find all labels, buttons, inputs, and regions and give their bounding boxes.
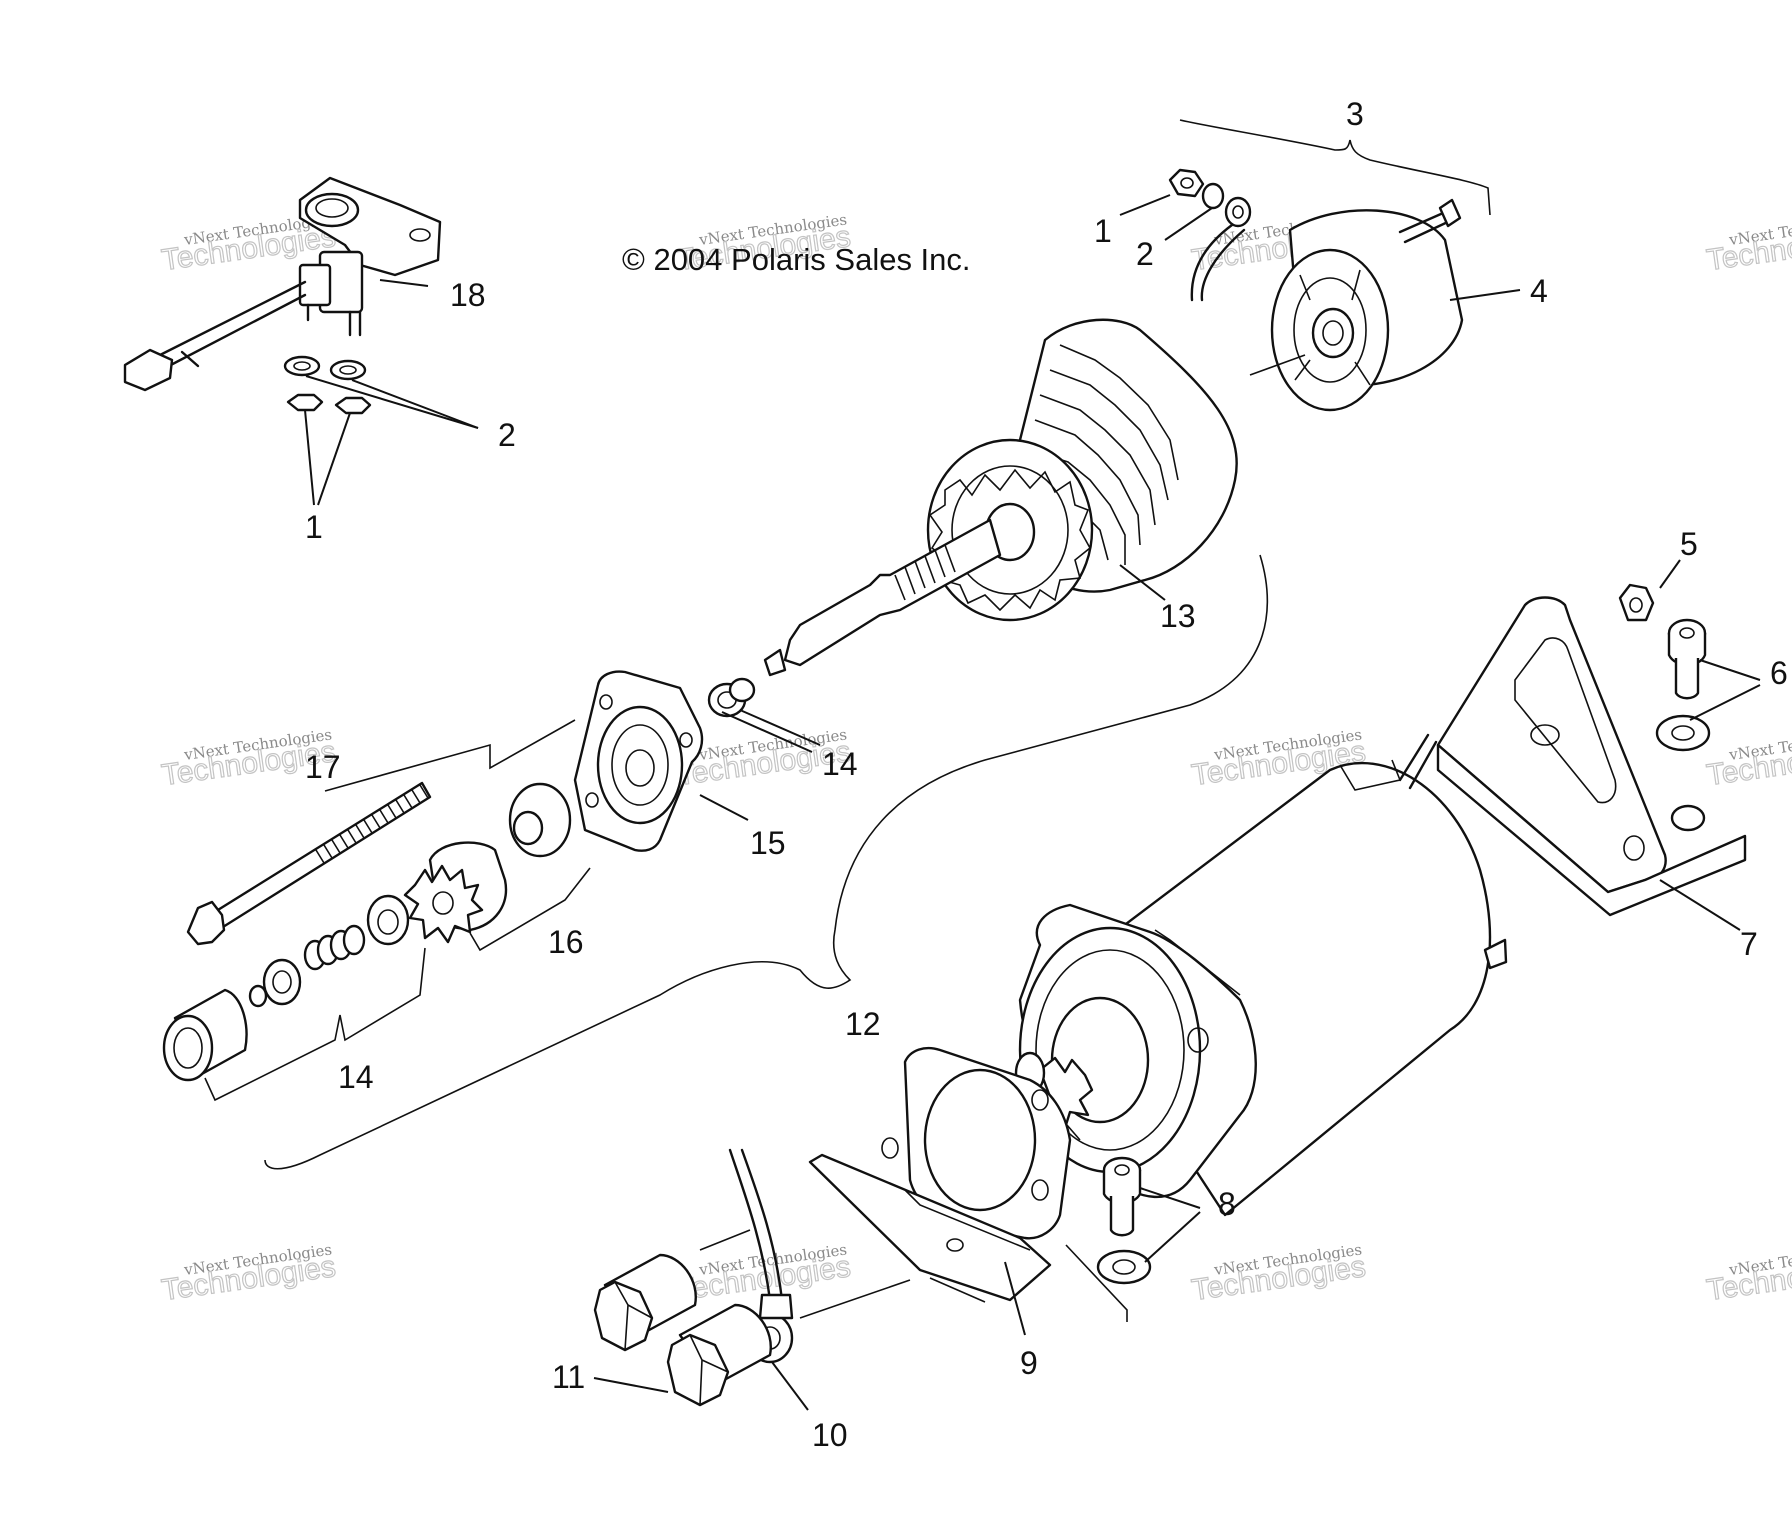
end-cap-part-4[interactable]: [1270, 198, 1464, 412]
brace-part-16: [469, 867, 591, 952]
solenoid-part-18[interactable]: [123, 176, 442, 392]
callout-13: 13: [1160, 598, 1196, 634]
brace-part-3: [1179, 119, 1491, 216]
callout-2-endcap: 2: [1136, 236, 1154, 272]
axis-line-bolts: [699, 1229, 911, 1319]
callout-15: 15: [750, 825, 786, 861]
upper-bolt-part-11[interactable]: [593, 1253, 697, 1352]
brace-part-14: [204, 947, 426, 1102]
bracket-bolt-part-6[interactable]: [1667, 618, 1707, 700]
callout-9: 9: [1020, 1345, 1038, 1381]
callout-6: 6: [1770, 655, 1788, 691]
callout-16: 16: [548, 924, 584, 960]
callout-1-solenoid: 1: [305, 509, 323, 545]
callout-14-lower: 14: [338, 1059, 374, 1095]
watermark: vNext Technologies Technologies: [1704, 1240, 1792, 1307]
end-cap-axis-line: [1249, 354, 1306, 376]
spring-part-14[interactable]: [303, 924, 366, 971]
brace-part-17: [324, 719, 576, 792]
armature-part-13[interactable]: [763, 318, 1238, 677]
callout-1-endcap: 1: [1094, 213, 1112, 249]
mount-bolt-part-8[interactable]: [1102, 1156, 1142, 1237]
callout-10: 10: [812, 1417, 848, 1453]
callout-2-solenoid: 2: [498, 417, 516, 453]
mounting-bracket-part-7[interactable]: [1436, 596, 1747, 917]
retainer-part-14[interactable]: [248, 958, 302, 1008]
callout-12: 12: [845, 1006, 881, 1042]
bracket-nut-part-5[interactable]: [1618, 583, 1655, 622]
mount-washer-part-8[interactable]: [1096, 1249, 1152, 1285]
watermark: vNext Technologies Technologies: [1704, 725, 1792, 792]
bracket-washer-part-6[interactable]: [1655, 714, 1711, 752]
callout-14-upper: 14: [822, 746, 858, 782]
lower-bolt-part-11[interactable]: [666, 1303, 772, 1407]
end-cap-washer-part-2[interactable]: [1201, 182, 1252, 228]
starter-motor-assembly-part-12[interactable]: [1014, 733, 1508, 1217]
callout-17: 17: [305, 749, 341, 785]
callout-labels: 18 2 1 1 2 3 4 13 14 15 16 17 14 12 5 6 …: [305, 96, 1788, 1453]
callout-7: 7: [1740, 926, 1758, 962]
spacer-part-14[interactable]: [366, 894, 410, 946]
brace-part-12: [264, 554, 1269, 1170]
solenoid-washers-part-2[interactable]: [283, 355, 367, 381]
drive-washer-part-16[interactable]: [508, 782, 572, 858]
mount-plate-part-9[interactable]: [808, 1046, 1072, 1302]
callout-5: 5: [1680, 526, 1698, 562]
callout-3: 3: [1346, 96, 1364, 132]
end-cap-nut-part-1[interactable]: [1168, 168, 1205, 198]
armature-washers-part-14[interactable]: [707, 677, 756, 718]
watermark: vNext Technologies Technologies: [159, 1240, 338, 1307]
watermark: vNext Technologies Technologies: [1704, 210, 1792, 277]
through-bolt-part-17[interactable]: [186, 781, 432, 946]
front-plate-part-15[interactable]: [573, 670, 704, 852]
end-cap-wire: [1190, 223, 1246, 302]
callout-11: 11: [552, 1359, 585, 1395]
cap-part-14[interactable]: [162, 988, 248, 1082]
callout-8: 8: [1218, 1186, 1236, 1222]
copyright-notice: © 2004 Polaris Sales Inc.: [622, 242, 971, 277]
callout-4: 4: [1530, 273, 1548, 309]
assembly-braces: [204, 119, 1491, 1322]
brace-part-9: [929, 1244, 1128, 1322]
solenoid-nuts-part-1[interactable]: [286, 393, 372, 415]
callout-18: 18: [450, 277, 486, 313]
ground-cable: [728, 1148, 784, 1302]
leader-lines: [304, 194, 1761, 1411]
pinion-gear-part-16[interactable]: [403, 841, 508, 944]
watermark: vNext Technologies Technologies: [1189, 1240, 1368, 1307]
